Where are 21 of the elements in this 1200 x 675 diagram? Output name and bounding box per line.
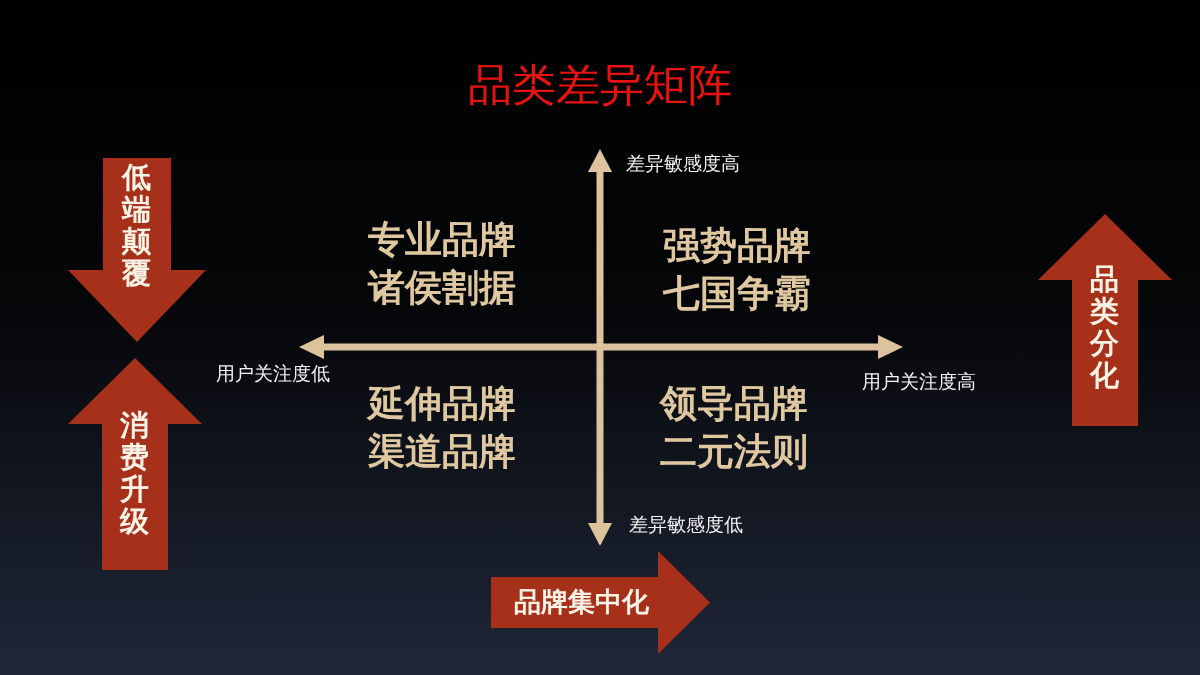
- quadrant-label: 七国争霸: [663, 270, 811, 316]
- block-arrow: [491, 551, 710, 654]
- axis-label: 差异敏感度低: [629, 512, 743, 536]
- axis-label: 差异敏感度高: [626, 151, 740, 175]
- block-arrow: [68, 158, 206, 342]
- quadrant-label: 延伸品牌: [368, 380, 516, 426]
- quadrant-label: 二元法则: [660, 428, 808, 474]
- block-arrow: [1038, 214, 1172, 426]
- quadrant-label: 专业品牌: [368, 216, 516, 262]
- arrow-label: 品类分化: [1090, 264, 1119, 392]
- arrow-label: 消费升级: [120, 410, 149, 538]
- block-arrow: [68, 358, 202, 570]
- quadrant-label: 诸侯割据: [368, 264, 516, 310]
- quadrant-label: 领导品牌: [660, 380, 808, 426]
- arrow-label: 低端颠覆: [122, 162, 151, 290]
- quadrant-label: 强势品牌: [663, 222, 811, 268]
- title: 品类差异矩阵: [467, 58, 733, 112]
- axis-label: 用户关注度高: [862, 369, 976, 393]
- axis-label: 用户关注度低: [216, 361, 330, 385]
- arrow-label: 品牌集中化: [514, 585, 649, 619]
- quadrant-label: 渠道品牌: [368, 428, 516, 474]
